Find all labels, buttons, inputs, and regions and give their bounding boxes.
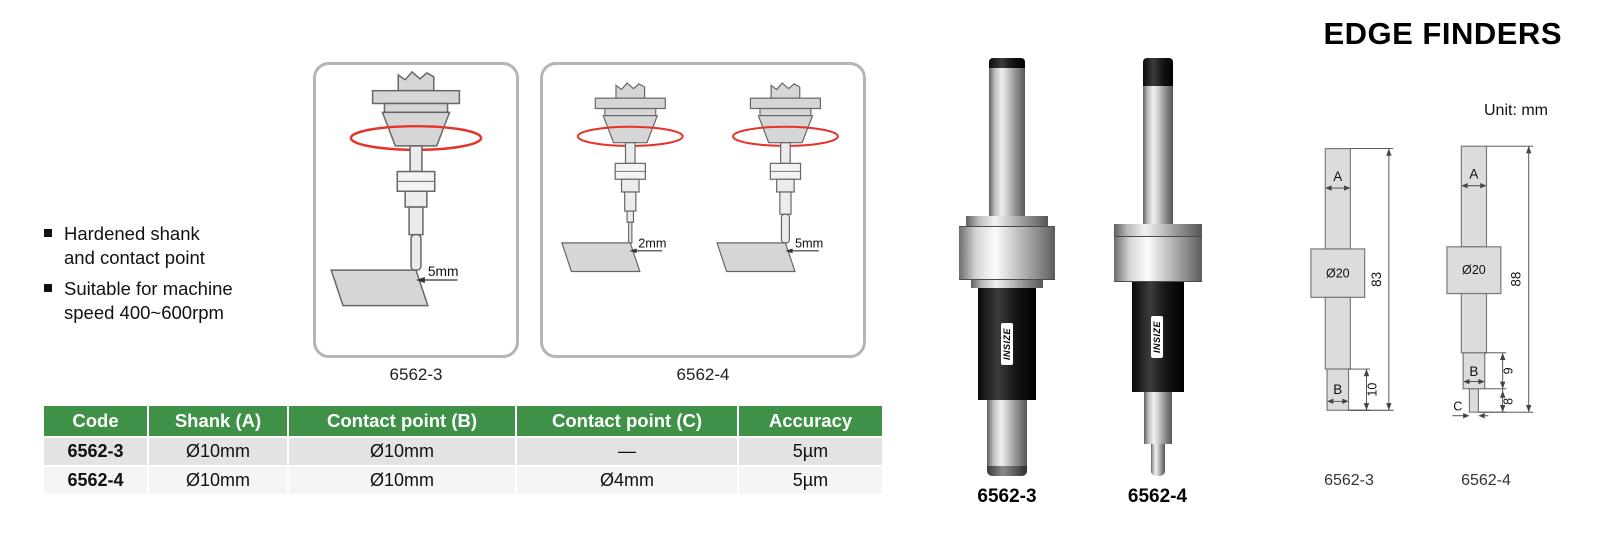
product-photo-6562-4: INSIZE 6562-4 xyxy=(1100,58,1215,508)
workpiece xyxy=(330,269,429,307)
col-header-shank: Shank (A) xyxy=(147,404,289,438)
diagram-dimension-label: 5mm xyxy=(428,264,459,279)
col-header-code: Code xyxy=(42,404,149,438)
product-contact-point xyxy=(987,400,1027,466)
cell-contact-c: — xyxy=(515,436,739,467)
table-row: 6562-3 Ø10mm Ø10mm — 5µm xyxy=(42,436,884,467)
drawing-caption: 6562-3 xyxy=(1324,472,1374,489)
diagram-caption: 6562-4 xyxy=(676,365,730,384)
cell-code: 6562-4 xyxy=(42,465,149,496)
dim-label-dia: Ø20 xyxy=(1462,263,1486,277)
table-row: 6562-4 Ø10mm Ø10mm Ø4mm 5µm xyxy=(42,465,884,496)
product-disc xyxy=(1113,236,1202,282)
usage-diagram-6562-3: 5mm xyxy=(330,70,483,307)
diagram-dimension-label: 5mm xyxy=(795,236,823,251)
cell-code: 6562-3 xyxy=(42,436,149,467)
dimension-drawing-6562-3: A Ø20 B 10 83 6562-3 xyxy=(1292,126,1406,490)
workpiece xyxy=(561,242,641,273)
feature-line: speed 400~600rpm xyxy=(64,302,224,324)
feature-line: and contact point xyxy=(64,247,205,269)
product-flange-ring xyxy=(966,216,1048,226)
dim-label-b: B xyxy=(1333,382,1342,397)
diagram-dimension-label: 2mm xyxy=(638,236,666,251)
dimension-drawing-6562-4: A Ø20 B C 9 8 88 xyxy=(1426,122,1546,490)
dim-label-a: A xyxy=(1469,167,1478,182)
diagram-caption: 6562-3 xyxy=(389,365,443,384)
product-disc xyxy=(959,226,1055,280)
unit-label: Unit: mm xyxy=(1484,102,1548,119)
col-header-contact-c: Contact point (C) xyxy=(515,404,739,438)
dim-label-b: B xyxy=(1469,364,1478,379)
usage-diagram-6562-4: 2mm 5mm xyxy=(561,82,839,273)
dim-label-height: 88 xyxy=(1508,272,1523,287)
brand-logo: INSIZE xyxy=(1151,315,1164,359)
feature-line: Hardened shank xyxy=(64,223,200,244)
product-grip-body: INSIZE xyxy=(1131,282,1184,392)
feature-item: Suitable for machine speed 400~600rpm xyxy=(42,277,304,325)
table-header-row: Code Shank (A) Contact point (B) Contact… xyxy=(42,404,884,438)
dim-label-tip2: 8 xyxy=(1501,398,1515,405)
product-contact-point xyxy=(1150,444,1165,476)
spec-table: Code Shank (A) Contact point (B) Contact… xyxy=(42,404,884,496)
dim-label-a: A xyxy=(1333,169,1342,184)
usage-diagram-box-6562-3: 5mm xyxy=(313,62,519,358)
dim-label-c: C xyxy=(1453,399,1462,413)
product-photo-6562-3: INSIZE 6562-3 xyxy=(952,58,1062,508)
dimension-drawing-svg: A Ø20 B C 9 8 88 xyxy=(1445,145,1533,419)
dim-label-tip: 9 xyxy=(1501,367,1515,374)
product-shank xyxy=(989,68,1025,216)
product-caption: 6562-4 xyxy=(1127,486,1188,507)
col-header-contact-b: Contact point (B) xyxy=(287,404,517,438)
cell-accuracy: 5µm xyxy=(737,436,884,467)
product-grip-body: INSIZE xyxy=(978,288,1036,400)
features-list: Hardened shank and contact point Suitabl… xyxy=(42,222,304,332)
cell-contact-b: Ø10mm xyxy=(287,465,517,496)
product-step xyxy=(971,280,1043,288)
feature-item: Hardened shank and contact point xyxy=(42,222,304,270)
usage-diagram-box-6562-4: 2mm 5mm xyxy=(540,62,866,358)
product-bottom-cap xyxy=(987,466,1027,476)
dim-label-tip: 10 xyxy=(1365,383,1379,397)
drawing-caption: 6562-4 xyxy=(1461,472,1511,489)
cell-contact-c: Ø4mm xyxy=(515,465,739,496)
col-header-accuracy: Accuracy xyxy=(737,404,884,438)
dimension-drawing-svg: A Ø20 B 10 83 xyxy=(1310,148,1394,411)
feature-line: Suitable for machine xyxy=(64,278,233,300)
cell-shank: Ø10mm xyxy=(147,465,289,496)
product-flange-ring xyxy=(1113,224,1202,236)
shank-top-cap xyxy=(1142,58,1173,86)
product-shank xyxy=(1142,86,1173,224)
shank-top-cap xyxy=(989,58,1025,68)
dim-label-dia: Ø20 xyxy=(1326,267,1350,281)
page-title: EDGE FINDERS xyxy=(1323,16,1562,51)
dim-label-height: 83 xyxy=(1369,272,1384,287)
cell-contact-b: Ø10mm xyxy=(287,436,517,467)
brand-logo: INSIZE xyxy=(1000,322,1013,366)
cell-shank: Ø10mm xyxy=(147,436,289,467)
product-lower-section xyxy=(1143,392,1172,444)
workpiece xyxy=(716,242,796,273)
cell-accuracy: 5µm xyxy=(737,465,884,496)
product-caption: 6562-3 xyxy=(977,486,1037,507)
